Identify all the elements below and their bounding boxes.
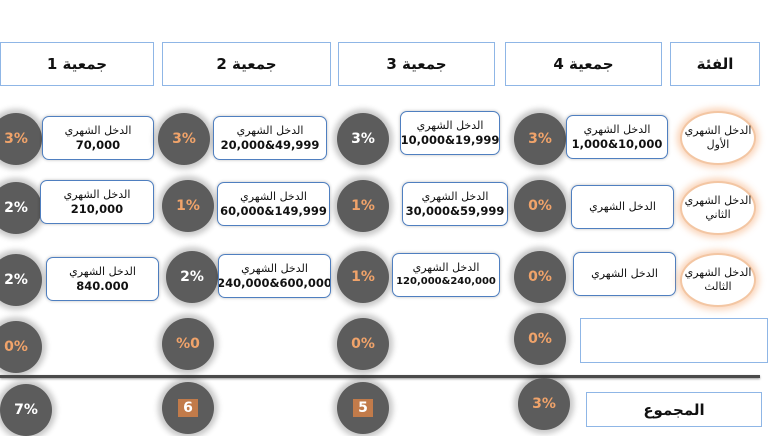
total-label-box: المجموع — [586, 392, 762, 427]
total-circle: 5 — [337, 382, 389, 434]
header-col-2: جمعية 2 — [162, 42, 331, 86]
pct-circle: 0% — [0, 321, 42, 373]
total-circle: 3% — [518, 378, 570, 430]
pct-circle: 1% — [337, 251, 389, 303]
value-box: الدخل الشهري — [571, 185, 674, 229]
total-circle: 7% — [0, 384, 52, 436]
pct-circle: 2% — [0, 254, 42, 306]
empty-box — [580, 318, 768, 363]
pct-circle: 1% — [337, 180, 389, 232]
pct-circle: 3% — [337, 113, 389, 165]
pct-circle: 2% — [0, 182, 42, 234]
pct-circle: 3% — [0, 113, 42, 165]
header-col-1: جمعية 1 — [0, 42, 154, 86]
pct-circle: 0% — [514, 313, 566, 365]
pct-circle: 1% — [162, 180, 214, 232]
total-circle: 6 — [162, 382, 214, 434]
header-col-3: جمعية 3 — [338, 42, 495, 86]
value-box: الدخل الشهري — [573, 252, 676, 296]
pct-circle: 0% — [514, 251, 566, 303]
pct-circle: 0% — [514, 180, 566, 232]
divider-line — [0, 375, 760, 378]
pct-circle: 2% — [166, 251, 218, 303]
header-category: الفئة — [670, 42, 760, 86]
pct-circle: %0 — [162, 318, 214, 370]
pct-circle: 0% — [337, 318, 389, 370]
pct-circle: 3% — [158, 113, 210, 165]
pct-circle: 3% — [514, 113, 566, 165]
header-col-4: جمعية 4 — [505, 42, 662, 86]
